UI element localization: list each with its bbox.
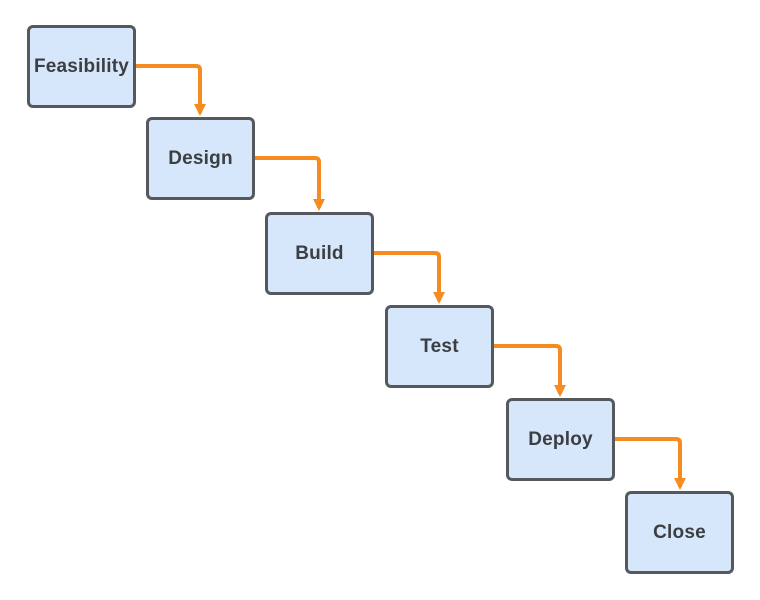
node-feasibility-label: Feasibility <box>33 55 130 77</box>
connector-arrow-design-build <box>255 156 325 211</box>
node-close: Close <box>625 491 734 574</box>
node-build-label: Build <box>295 242 344 264</box>
connector-arrow-build-test <box>374 251 445 304</box>
node-build: Build <box>265 212 374 295</box>
connector-arrow-test-deploy <box>494 344 566 397</box>
node-test: Test <box>385 305 494 388</box>
node-close-label: Close <box>653 521 706 543</box>
node-design: Design <box>146 117 255 200</box>
node-feasibility: Feasibility <box>27 25 136 108</box>
node-deploy-label: Deploy <box>528 428 593 450</box>
connector-arrow-feasibility-design <box>136 64 206 116</box>
connector-arrow-deploy-close <box>615 437 686 490</box>
node-test-label: Test <box>420 335 459 357</box>
node-deploy: Deploy <box>506 398 615 481</box>
node-design-label: Design <box>168 147 233 169</box>
